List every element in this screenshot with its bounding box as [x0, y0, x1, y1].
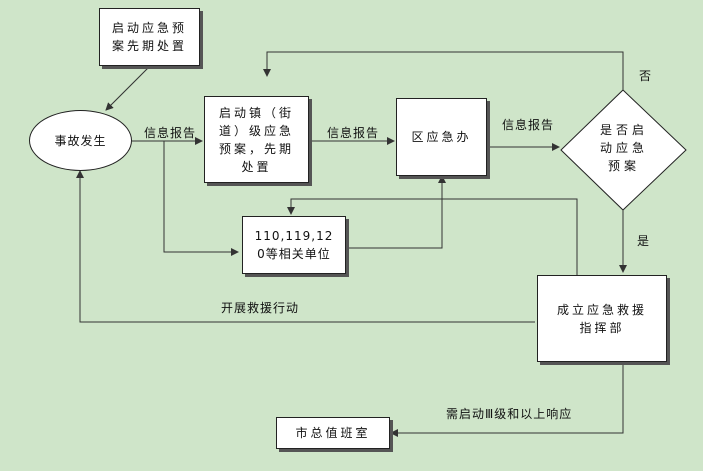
duty-room-label: 市总值班室: [295, 426, 371, 440]
duty-room-box: 市总值班室: [276, 417, 390, 449]
edge-label-level3: 需启动Ⅲ级和以上响应: [446, 407, 573, 421]
district-office-box: 区应急办: [396, 98, 487, 176]
preplan-label: 启动应急预案先期处置: [111, 21, 187, 53]
edge-label-info-3: 信息报告: [502, 118, 555, 132]
district-office-label: 区应急办: [411, 130, 472, 144]
edge-label-info-2: 信息报告: [327, 126, 380, 140]
edge-label-rescue: 开展救援行动: [221, 301, 300, 315]
edge-label-no: 否: [639, 69, 653, 83]
units-label: 110,119,120等相关单位: [254, 229, 334, 261]
edge-label-yes: 是: [637, 234, 651, 248]
incident-ellipse: 事故发生: [29, 110, 132, 171]
town-response-label: 启动镇（街道）级应急预案，先期处置: [218, 105, 294, 174]
units-box: 110,119,120等相关单位: [242, 216, 346, 274]
town-response-box: 启动镇（街道）级应急预案，先期处置: [204, 96, 309, 183]
command-box: 成立应急救援指挥部: [537, 275, 667, 362]
incident-label: 事故发生: [54, 133, 107, 148]
command-label: 成立应急救援指挥部: [556, 302, 647, 335]
edge-label-info-1: 信息报告: [144, 126, 197, 140]
preplan-box: 启动应急预案先期处置: [99, 8, 200, 66]
decision-label: 是否启动应急预案: [599, 123, 648, 173]
